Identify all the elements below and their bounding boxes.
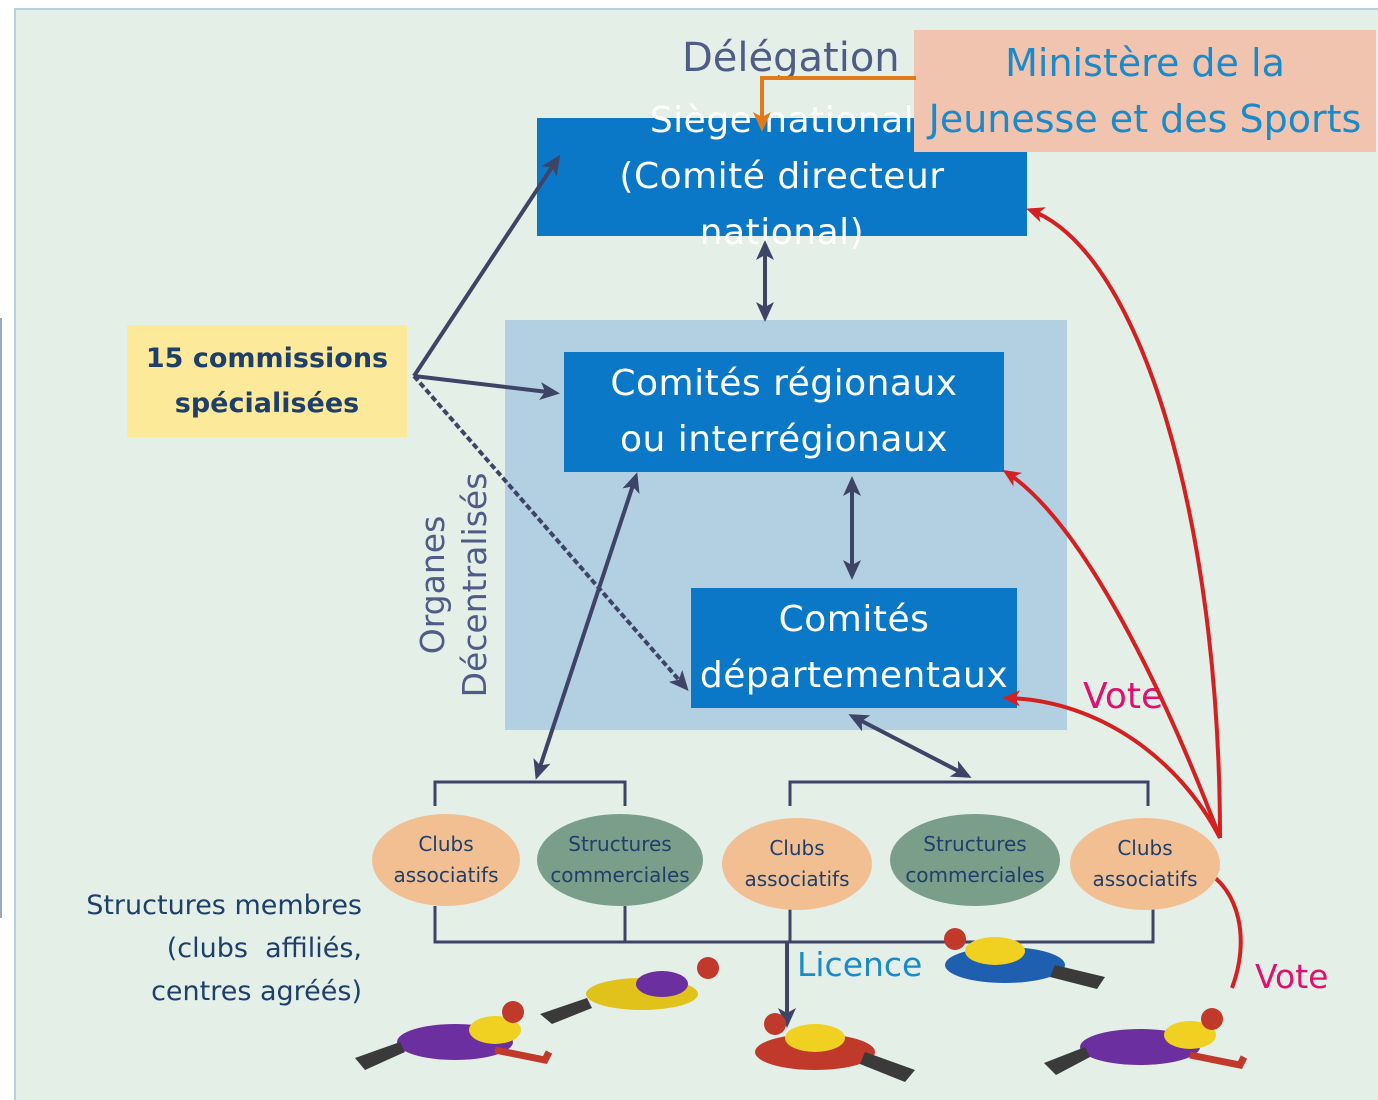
departementaux-line1: Comités bbox=[778, 599, 930, 640]
departemental-members-arrow bbox=[848, 714, 972, 778]
delegation-arrow bbox=[753, 76, 916, 132]
ministere-box: Ministère de la Jeunesse et des Sports bbox=[914, 30, 1376, 152]
scuba-diver-icon bbox=[755, 1013, 915, 1082]
scuba-diver-icon bbox=[540, 957, 719, 1024]
vote-arrow-regional bbox=[1002, 469, 1222, 839]
vote-label-departemental: Vote bbox=[1083, 676, 1164, 717]
ministere-line1: Ministère de la bbox=[1005, 41, 1285, 85]
structures-line2: (clubs affiliés, bbox=[166, 933, 362, 964]
departementaux-line2: départementaux bbox=[699, 655, 1009, 696]
vote-arrow-national bbox=[1026, 207, 1222, 839]
regionaux-line2: ou interrégionaux bbox=[619, 419, 949, 460]
vote-arrow-departemental bbox=[1002, 690, 1222, 839]
commission-to-regional-arrow bbox=[413, 374, 560, 401]
right-top-bracket bbox=[788, 780, 1150, 806]
member-label-line1: Structures bbox=[923, 832, 1027, 856]
member-club-2: Clubs associatifs bbox=[722, 818, 872, 910]
member-club-3: Clubs associatifs bbox=[1070, 818, 1220, 910]
vote-label-members: Vote bbox=[1255, 957, 1329, 996]
member-commercial-1: Structures commerciales bbox=[537, 814, 703, 906]
siege-line2: (Comité directeur national) bbox=[619, 156, 945, 253]
commissions-box: 15 commissions spécialisées bbox=[127, 325, 407, 437]
member-label-line2: associatifs bbox=[1092, 867, 1198, 891]
right-bottom-bracket bbox=[788, 906, 1155, 944]
member-label-line1: Structures bbox=[568, 832, 672, 856]
member-label-line2: associatifs bbox=[744, 867, 850, 891]
left-border-line bbox=[0, 318, 2, 918]
commissions-line1: 15 commissions bbox=[145, 343, 389, 374]
comites-departementaux-box: Comités départementaux bbox=[691, 588, 1017, 708]
commission-to-siege-arrow bbox=[412, 154, 561, 378]
member-label-line1: Clubs bbox=[1117, 836, 1173, 860]
regionaux-line1: Comités régionaux bbox=[610, 363, 958, 404]
member-club-1: Clubs associatifs bbox=[372, 814, 520, 906]
structures-line3: centres agréés) bbox=[151, 976, 362, 1007]
member-commercial-2: Structures commerciales bbox=[890, 814, 1060, 906]
scuba-diver-icon bbox=[1044, 1008, 1248, 1075]
scuba-diver-icon bbox=[355, 1001, 553, 1070]
structures-line1: Structures membres bbox=[86, 890, 362, 921]
structures-membres-label: Structures membres (clubs affiliés, cent… bbox=[40, 884, 362, 1013]
comites-regionaux-box: Comités régionaux ou interrégionaux bbox=[564, 352, 1004, 472]
licence-label: Licence bbox=[797, 945, 923, 984]
member-label-line1: Clubs bbox=[418, 832, 474, 856]
scuba-diver-icon bbox=[944, 928, 1105, 989]
regional-members-arrow bbox=[533, 472, 640, 780]
member-label-line1: Clubs bbox=[769, 836, 825, 860]
member-label-line2: commerciales bbox=[905, 863, 1045, 887]
commission-to-departemental-arrow bbox=[412, 374, 689, 692]
member-label-line2: associatifs bbox=[393, 863, 499, 887]
commissions-line2: spécialisées bbox=[174, 388, 360, 419]
member-label-line2: commerciales bbox=[550, 863, 690, 887]
left-top-bracket bbox=[433, 780, 627, 806]
siege-line1: Siège national bbox=[649, 100, 915, 141]
left-bottom-bracket bbox=[433, 906, 627, 944]
ministere-line2: Jeunesse et des Sports bbox=[928, 97, 1362, 141]
vote-arrow-club bbox=[1200, 868, 1243, 989]
delegation-label: Délégation bbox=[682, 35, 900, 81]
siege-national-box: Siège national (Comité directeur nationa… bbox=[537, 100, 1027, 253]
